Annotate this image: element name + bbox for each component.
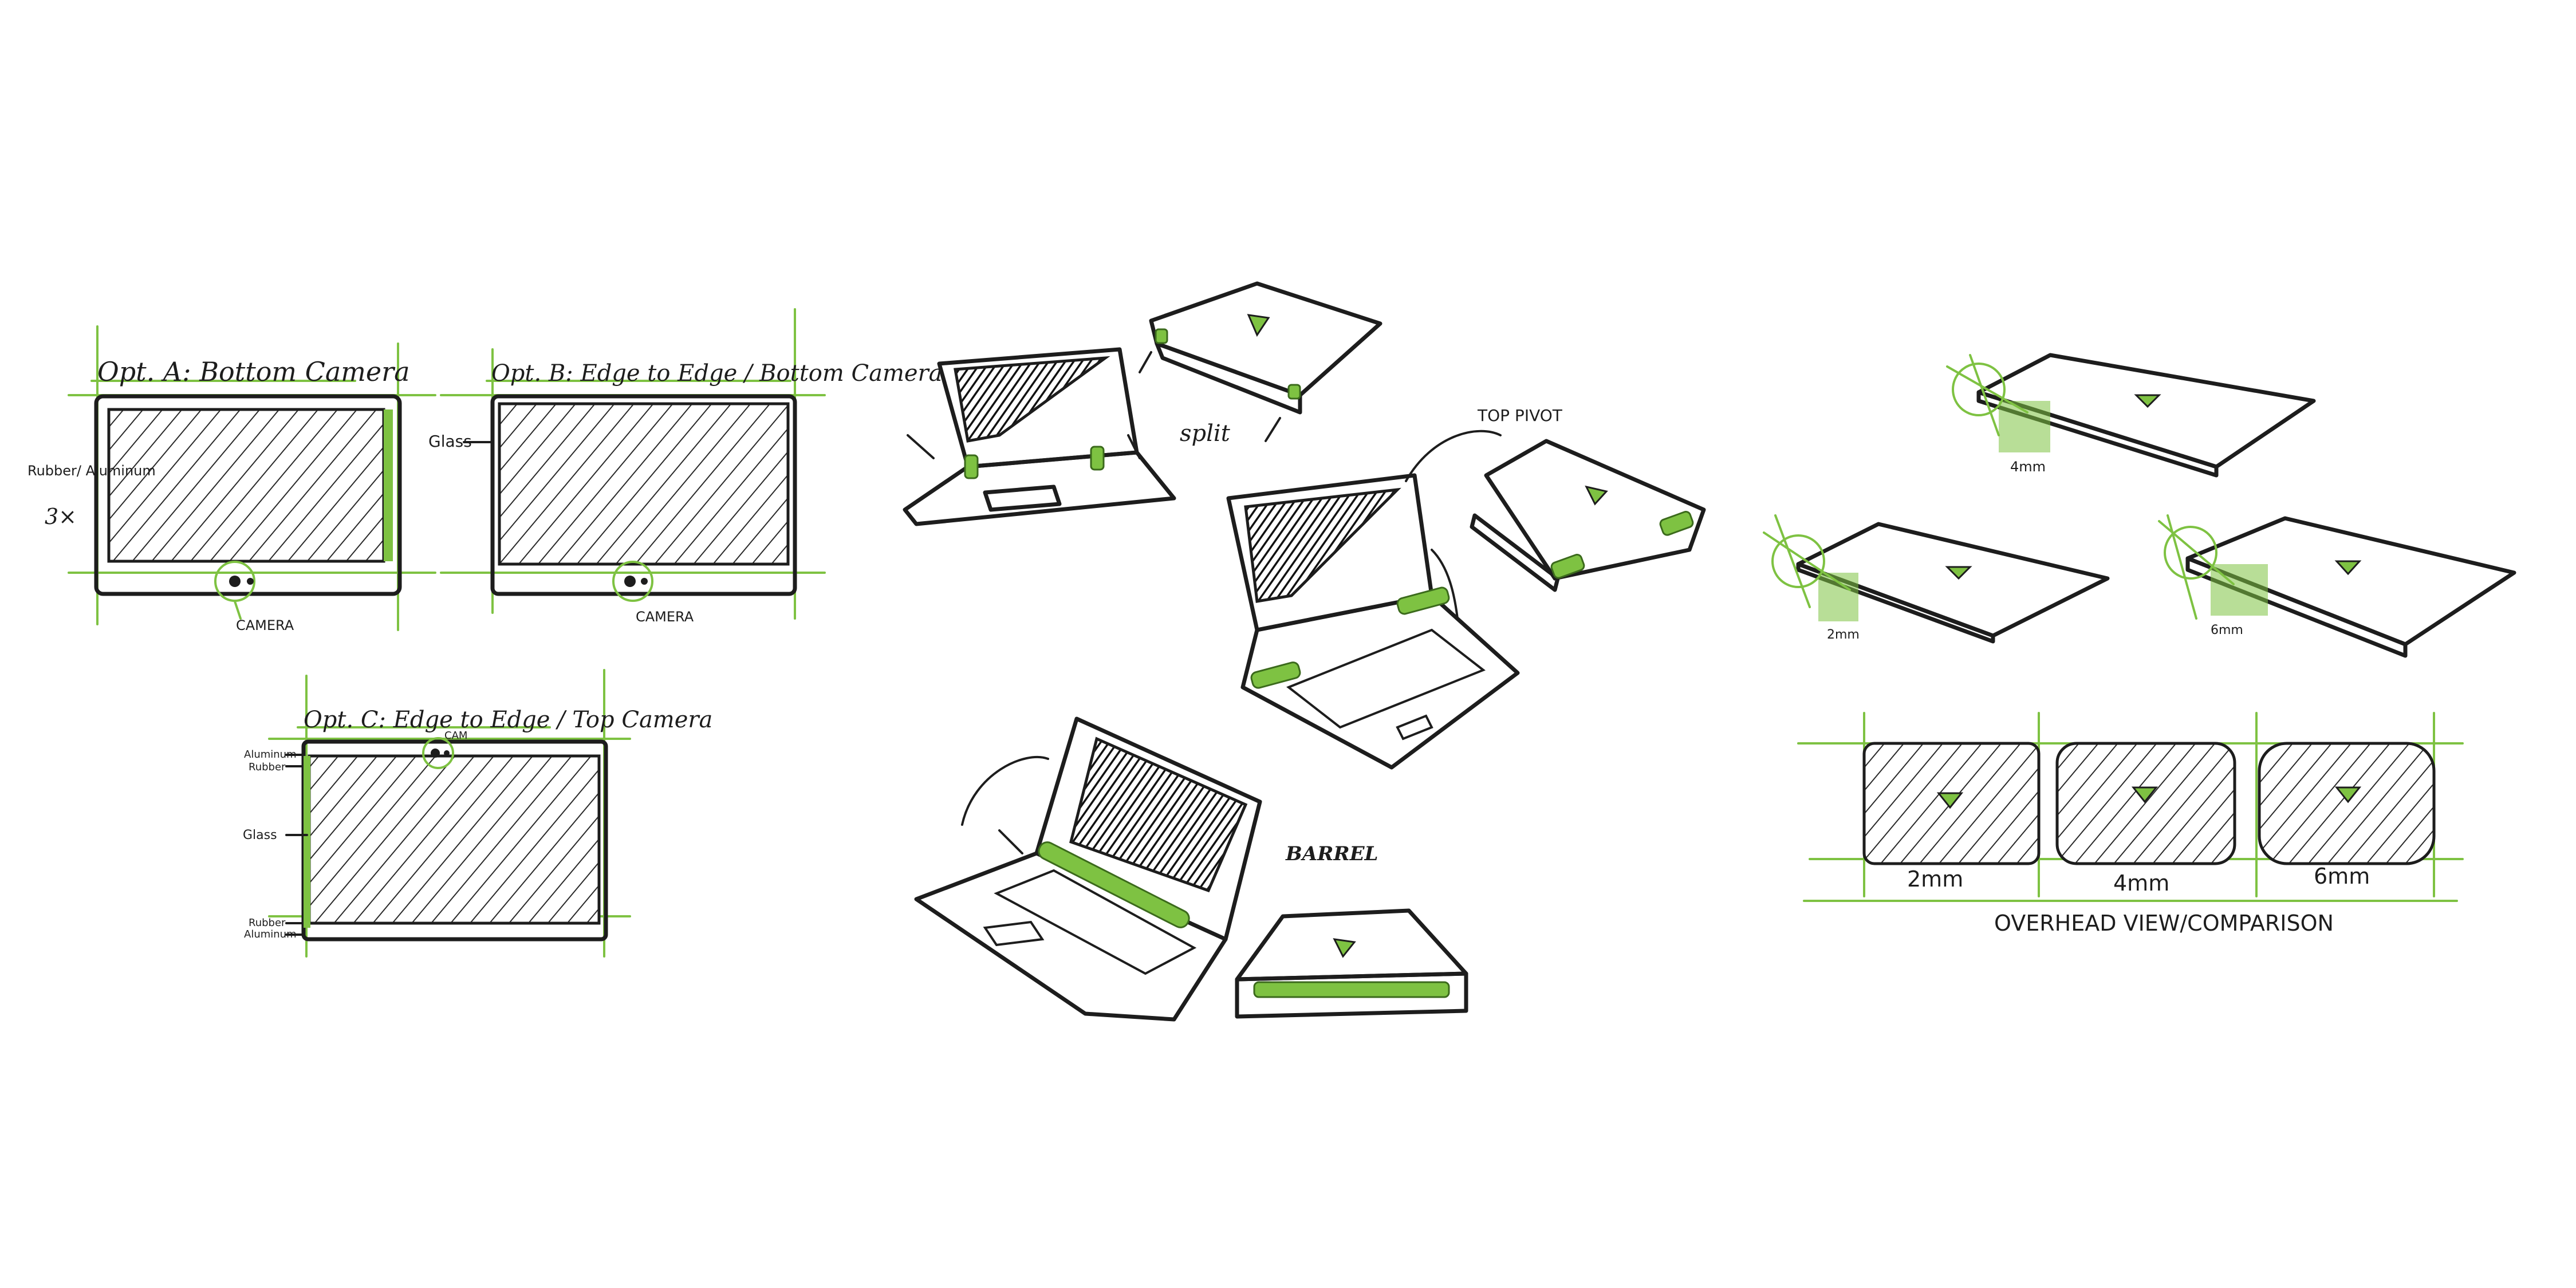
option-c-glass-label: Glass: [243, 828, 277, 842]
overhead-caption: OVERHEAD VIEW/COMPARISON: [1994, 911, 2334, 936]
option-a-title: Opt. A: Bottom Camera: [97, 356, 410, 387]
barrel-label: BARREL: [1285, 842, 1378, 865]
thickness-label-left: 2mm: [1827, 628, 1860, 642]
overhead-label-6mm: 6mm: [2314, 864, 2370, 889]
option-c-sketch: Opt. C: Edge to Edge / Top Camera CAM Al…: [243, 669, 712, 958]
thickness-label-right: 6mm: [2211, 623, 2243, 637]
overhead-comparison: 2mm 4mm 6mm OVERHEAD VIEW/COMPARISON: [1797, 712, 2464, 936]
option-b-sketch: Opt. B: Edge to Edge / Bottom Camera Gla…: [428, 308, 943, 625]
thickness-label-top: 4mm: [2010, 459, 2046, 475]
thickness-laptop-6mm: 6mm: [2158, 514, 2516, 658]
bezel-options-group: Opt. A: Bottom Camera Rubber/ Aluminum 3…: [27, 308, 943, 958]
option-b-glass-label: Glass: [428, 432, 472, 451]
top-pivot-closed-laptop: TOP PIVOT: [1405, 406, 1706, 592]
option-c-aluminum-top: Aluminum: [244, 749, 297, 761]
thickness-comparison-group: 4mm 2mm 6mm: [1763, 353, 2516, 936]
overhead-label-4mm: 4mm: [2113, 871, 2169, 896]
thickness-laptop-2mm: 2mm: [1763, 514, 2110, 644]
option-b-title: Opt. B: Edge to Edge / Bottom Camera: [491, 360, 943, 387]
option-a-dimension: 3×: [45, 504, 77, 529]
barrel-open-laptop: [914, 716, 1262, 1022]
option-c-rubber-top: Rubber: [249, 761, 286, 773]
option-c-aluminum-bottom: Aluminum: [244, 928, 297, 940]
overhead-label-2mm: 2mm: [1907, 866, 1963, 892]
hinge-concepts-group: split TOP PIVOT: [903, 281, 1706, 1022]
option-b-camera-label: CAMERA: [636, 609, 694, 625]
split-hinge-closed-laptop: split: [1139, 281, 1382, 447]
top-pivot-label: TOP PIVOT: [1477, 406, 1563, 425]
option-c-title: Opt. C: Edge to Edge / Top Camera: [304, 707, 712, 733]
thickness-laptop-4mm: 4mm: [1946, 353, 2316, 478]
option-c-cam-label: CAM: [444, 730, 467, 742]
option-a-sketch: Opt. A: Bottom Camera Rubber/ Aluminum 3…: [27, 325, 436, 633]
option-a-side-label: Rubber/ Aluminum: [27, 463, 156, 479]
top-pivot-open-laptop: [1226, 473, 1520, 770]
split-label: split: [1180, 420, 1231, 447]
option-a-camera-label: CAMERA: [236, 617, 294, 633]
option-c-rubber-bottom: Rubber: [249, 917, 286, 929]
split-hinge-open-laptop: [903, 347, 1176, 526]
barrel-closed-laptop: BARREL: [1235, 842, 1468, 1019]
